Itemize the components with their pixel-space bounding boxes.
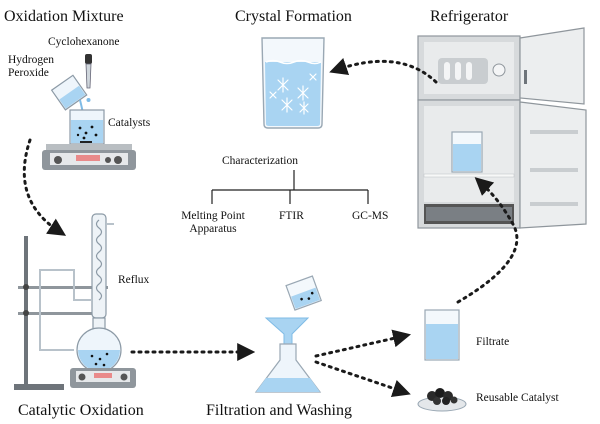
oxidation-mixture-setup bbox=[42, 54, 136, 170]
title-refrigerator: Refrigerator bbox=[430, 8, 509, 25]
label-filtrate: Filtrate bbox=[476, 336, 510, 348]
filtration-flask-icon bbox=[254, 275, 323, 393]
pouring-beaker-icon bbox=[50, 74, 88, 111]
label-reusable-catalyst: Reusable Catalyst bbox=[476, 392, 559, 404]
title-filtration-washing: Filtration and Washing bbox=[206, 402, 352, 419]
label-ftir: FTIR bbox=[279, 210, 304, 222]
reflux-apparatus bbox=[14, 213, 136, 390]
arrow-filtration-to-catalyst bbox=[314, 360, 411, 398]
label-hydrogen: Hydrogen bbox=[8, 54, 54, 66]
catalyst-beaker-icon bbox=[69, 109, 105, 145]
crystal-beaker-icon bbox=[261, 37, 325, 129]
arrow-refrigerator-to-crystal bbox=[329, 57, 438, 84]
filtrate-beaker-icon bbox=[424, 309, 460, 361]
label-peroxide: Peroxide bbox=[8, 67, 49, 79]
title-crystal-formation: Crystal Formation bbox=[235, 8, 352, 25]
dropper-icon bbox=[85, 54, 92, 102]
process-arrows bbox=[22, 57, 519, 398]
label-melting-point-line1: Melting Point bbox=[181, 210, 245, 222]
label-reflux: Reflux bbox=[118, 274, 150, 286]
label-characterization: Characterization bbox=[222, 155, 298, 167]
label-catalysts: Catalysts bbox=[108, 117, 151, 129]
arrow-mixture-to-reflux bbox=[22, 138, 67, 236]
arrow-filtrate-to-refrigerator bbox=[456, 177, 519, 304]
label-gcms: GC-MS bbox=[352, 210, 389, 222]
label-melting-point-line2: Apparatus bbox=[189, 223, 237, 235]
title-oxidation-mixture: Oxidation Mixture bbox=[4, 8, 124, 25]
arrow-filtration-to-filtrate bbox=[314, 329, 412, 358]
label-cyclohexanone: Cyclohexanone bbox=[48, 36, 120, 48]
refrigerator-icon bbox=[417, 27, 587, 229]
title-catalytic-oxidation: Catalytic Oxidation bbox=[18, 402, 144, 419]
hotplate-icon bbox=[42, 144, 136, 170]
catalyst-dish-icon bbox=[417, 388, 467, 412]
characterization-tree bbox=[211, 170, 369, 204]
